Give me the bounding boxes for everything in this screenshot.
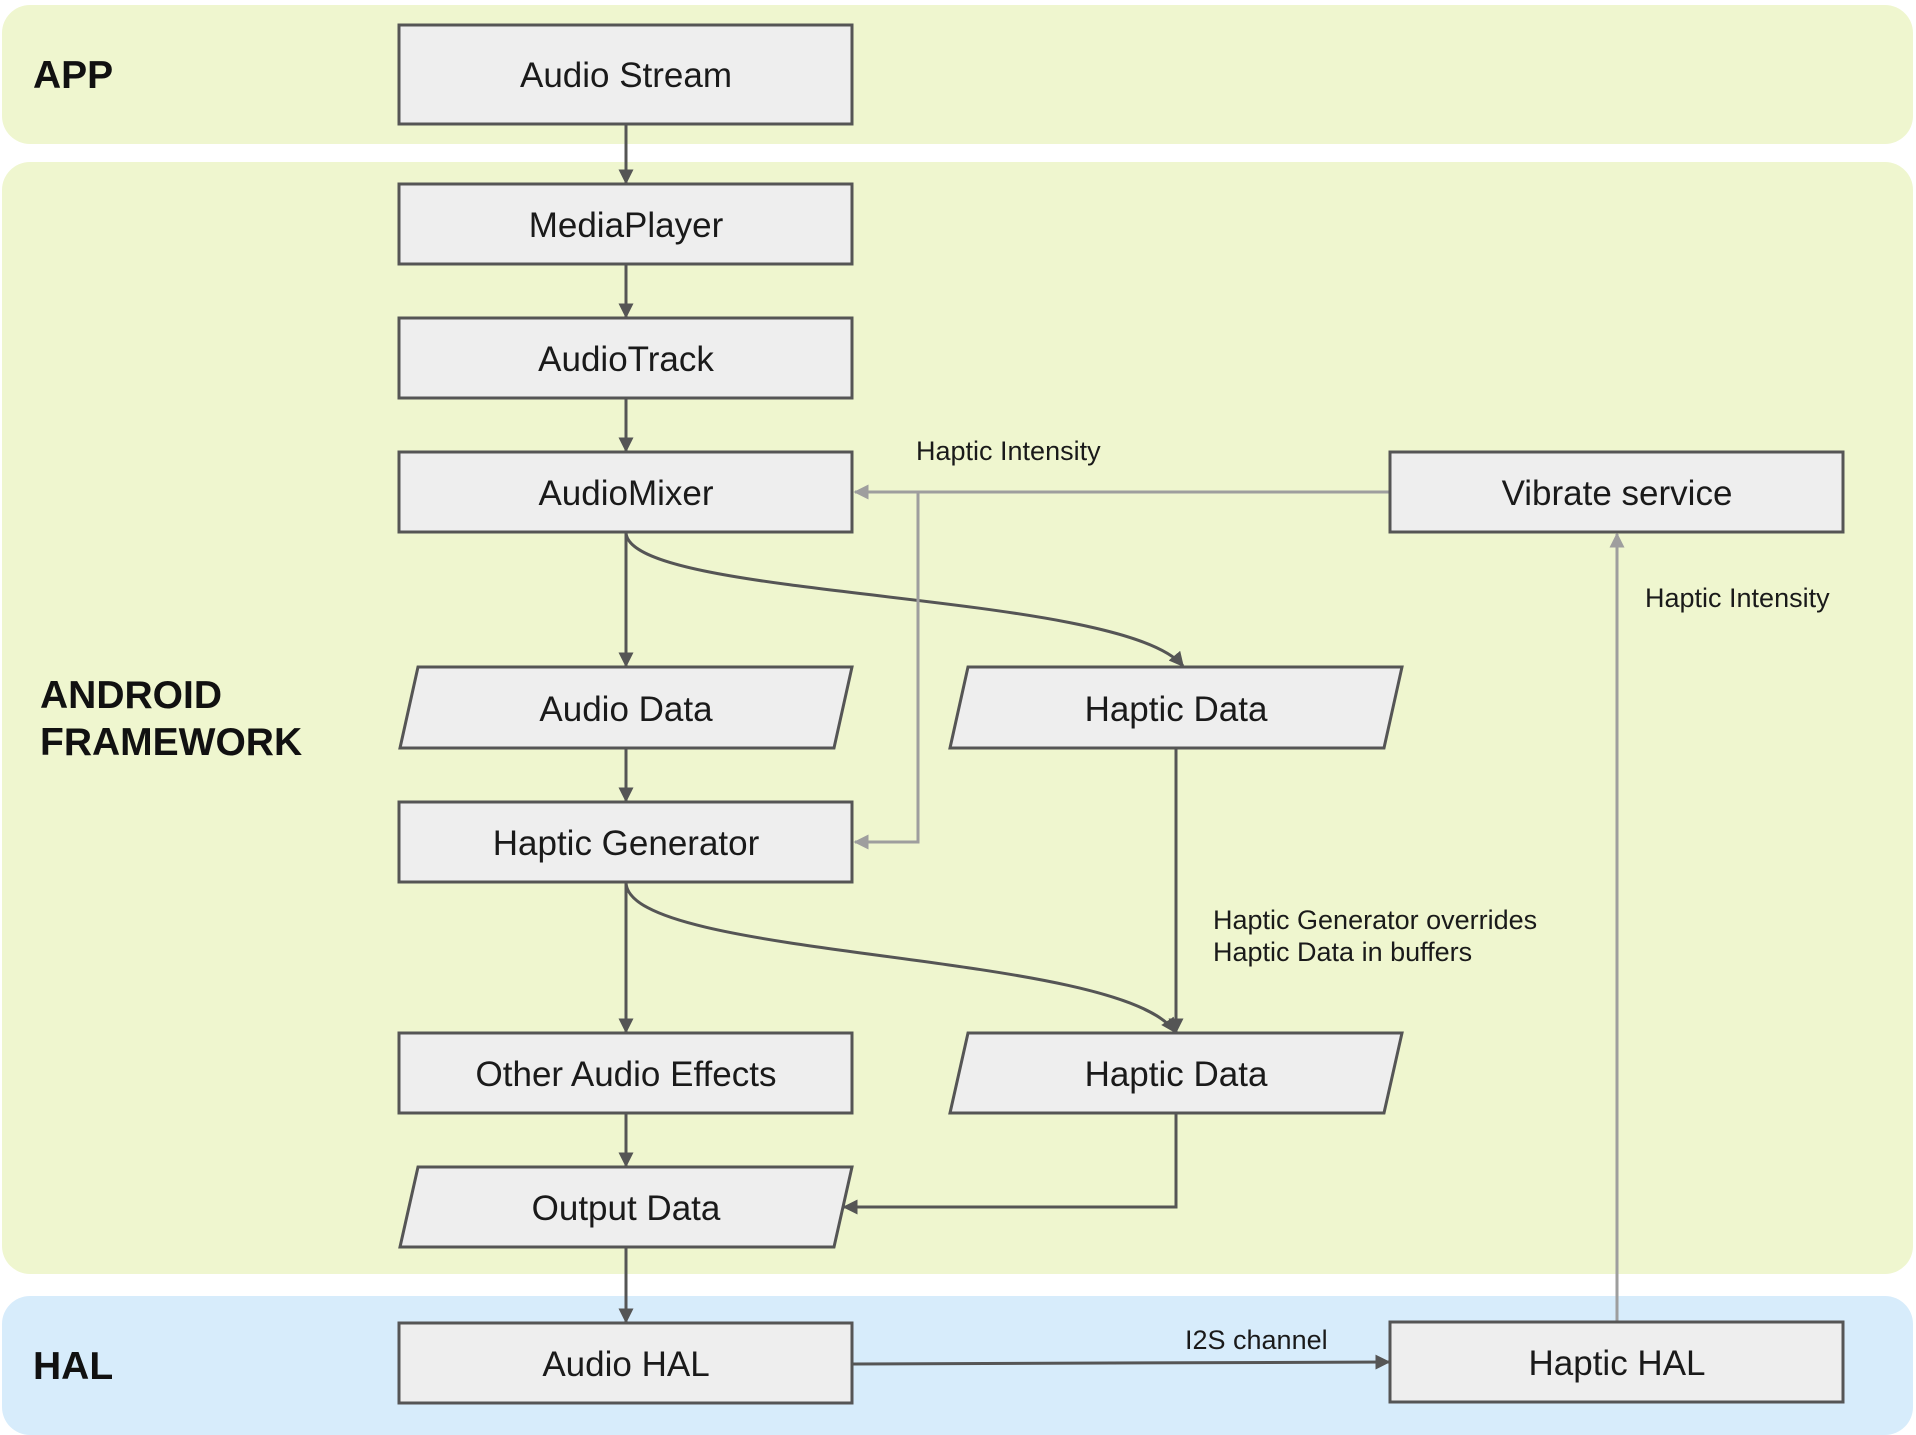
lane-label-framework-line1: ANDROID bbox=[40, 674, 222, 717]
node-haptic-data-1: Haptic Data bbox=[948, 665, 1404, 750]
edge-label-haptic-intensity-right: Haptic Intensity bbox=[1645, 583, 1830, 613]
arrow-hapticdata2-to-outputdata bbox=[842, 1113, 1178, 1215]
node-audio-data: Audio Data bbox=[398, 665, 854, 750]
node-other-audio-effects: Other Audio Effects bbox=[397, 1031, 854, 1115]
node-audio-hal: Audio HAL bbox=[397, 1321, 854, 1405]
node-haptic-data-1-label: Haptic Data bbox=[1085, 690, 1268, 729]
edge-label-haptic-intensity-top: Haptic Intensity bbox=[916, 436, 1101, 466]
node-mediaplayer: MediaPlayer bbox=[397, 182, 854, 266]
node-haptic-generator-label: Haptic Generator bbox=[493, 824, 760, 863]
node-haptic-hal: Haptic HAL bbox=[1388, 1320, 1845, 1404]
arrow-vibrate-to-hapticgenerator bbox=[853, 492, 920, 850]
arrow-audiomixer-to-hapticdata bbox=[624, 531, 1185, 668]
node-vibrate-service: Vibrate service bbox=[1388, 450, 1845, 534]
node-audiomixer: AudioMixer bbox=[397, 450, 854, 534]
node-audio-stream-label: Audio Stream bbox=[520, 56, 732, 95]
edge-label-override-line1: Haptic Generator overrides bbox=[1213, 905, 1537, 935]
edge-label-i2s-channel: I2S channel bbox=[1185, 1325, 1328, 1355]
node-audiotrack: AudioTrack bbox=[397, 316, 854, 400]
node-haptic-hal-label: Haptic HAL bbox=[1528, 1344, 1705, 1383]
node-haptic-data-2-label: Haptic Data bbox=[1085, 1055, 1268, 1094]
node-other-audio-effects-label: Other Audio Effects bbox=[476, 1055, 777, 1094]
node-audio-data-label: Audio Data bbox=[539, 690, 713, 729]
node-audio-hal-label: Audio HAL bbox=[542, 1345, 709, 1384]
node-output-data-label: Output Data bbox=[532, 1189, 721, 1228]
edge-label-override-line2: Haptic Data in buffers bbox=[1213, 937, 1472, 967]
lane-label-app: APP bbox=[33, 54, 113, 97]
lane-label-framework-line2: FRAMEWORK bbox=[40, 721, 302, 764]
node-vibrate-service-label: Vibrate service bbox=[1502, 474, 1733, 513]
node-output-data: Output Data bbox=[398, 1165, 854, 1249]
node-mediaplayer-label: MediaPlayer bbox=[529, 206, 724, 245]
node-haptic-generator: Haptic Generator bbox=[397, 800, 854, 884]
lane-app bbox=[2, 5, 1913, 144]
node-haptic-data-2: Haptic Data bbox=[948, 1031, 1404, 1115]
node-audio-stream: Audio Stream bbox=[397, 23, 854, 126]
lane-label-hal: HAL bbox=[33, 1345, 113, 1388]
arrow-audiohal-to-haptichal bbox=[852, 1354, 1391, 1370]
node-audiotrack-label: AudioTrack bbox=[538, 340, 714, 379]
node-audiomixer-label: AudioMixer bbox=[538, 474, 713, 513]
arrow-hapticgenerator-to-hapticdata2 bbox=[624, 881, 1177, 1034]
